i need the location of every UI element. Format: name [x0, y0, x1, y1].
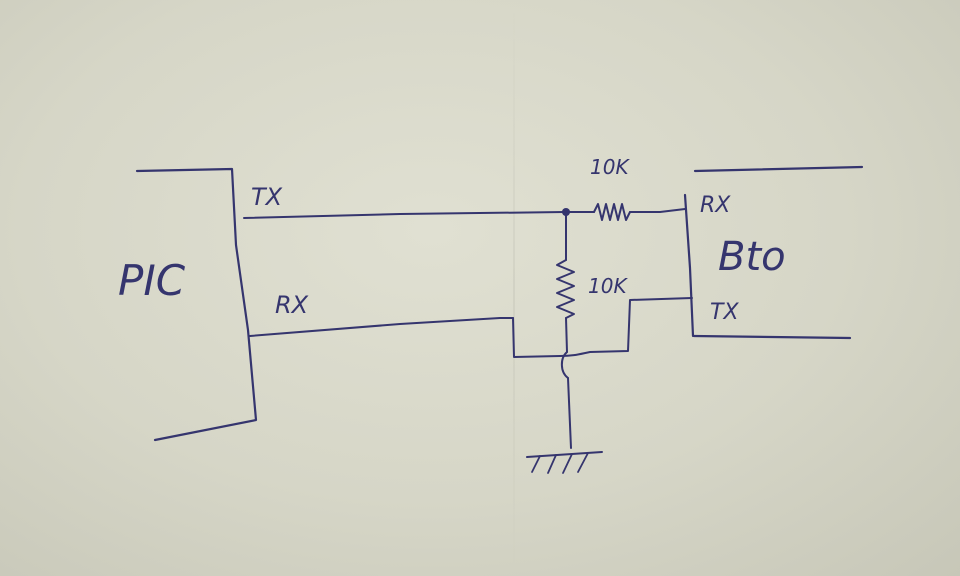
rx-to-module-tx-wire — [512, 297, 693, 358]
module-block-bottom-edge — [692, 334, 852, 340]
ground-bar — [526, 451, 603, 458]
series-resistor-label: 10K — [590, 155, 630, 179]
pic-rx-label: RX — [275, 291, 309, 319]
ground-hatching — [531, 452, 589, 474]
paper-fold — [513, 0, 515, 576]
series-resistor — [593, 203, 631, 221]
pic-label: PIC — [118, 256, 186, 305]
divider-resistor-label: 10K — [588, 274, 628, 298]
pic-block-outline — [135, 167, 258, 442]
module-label: Bto — [718, 234, 786, 280]
divider-resistor — [556, 259, 575, 319]
wire-crossing-hop — [560, 351, 569, 379]
module-tx-label: TX — [710, 300, 739, 325]
pic-tx-label: TX — [251, 183, 283, 211]
module-rx-wire — [629, 208, 686, 213]
module-block-left-edge — [683, 193, 695, 338]
module-block-top-edge — [693, 165, 864, 173]
divider-lead-bottom — [565, 317, 568, 353]
ground-lead — [567, 377, 572, 449]
pic-rx-wire — [249, 317, 514, 337]
pic-tx-wire — [243, 211, 566, 219]
module-rx-label: RX — [700, 193, 731, 218]
